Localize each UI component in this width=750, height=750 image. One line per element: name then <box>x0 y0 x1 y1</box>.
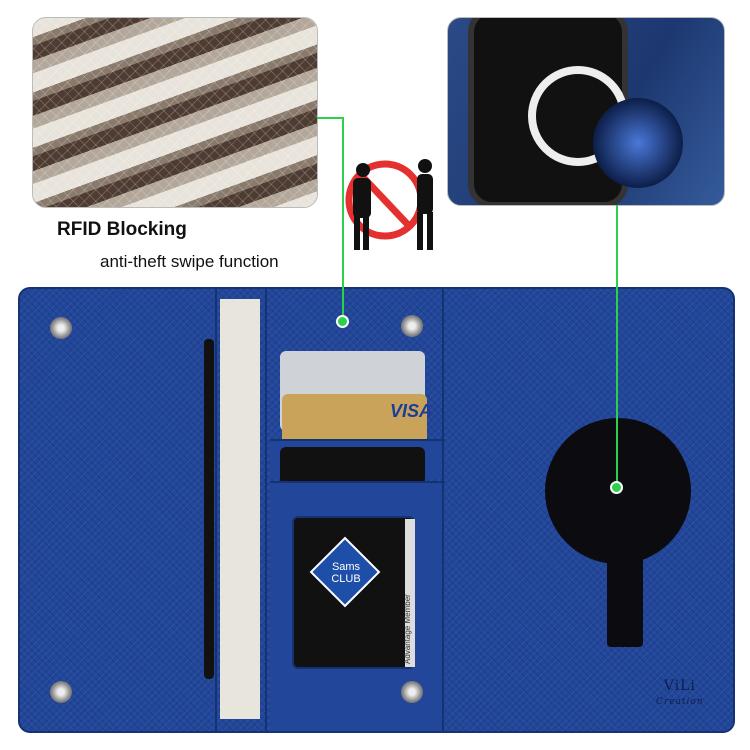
cash <box>220 299 260 719</box>
rfid-subtitle: anti-theft swipe function <box>100 252 279 271</box>
no-theft-icon <box>345 159 433 250</box>
snap-button[interactable] <box>401 315 423 337</box>
callout-dot <box>336 315 349 328</box>
snap-button[interactable] <box>401 681 423 703</box>
rfid-fabric-photo <box>32 17 318 208</box>
magsafe-photo <box>447 17 725 206</box>
member-text: Advantage Member <box>403 594 412 664</box>
snap-button[interactable] <box>50 317 72 339</box>
snap-button[interactable] <box>50 681 72 703</box>
sams-text: Sams CLUB <box>331 561 361 585</box>
callout-dot <box>610 481 623 494</box>
zipper[interactable] <box>204 339 214 679</box>
rfid-title: RFID Blocking <box>57 219 187 240</box>
visa-text: VISA <box>390 401 433 421</box>
